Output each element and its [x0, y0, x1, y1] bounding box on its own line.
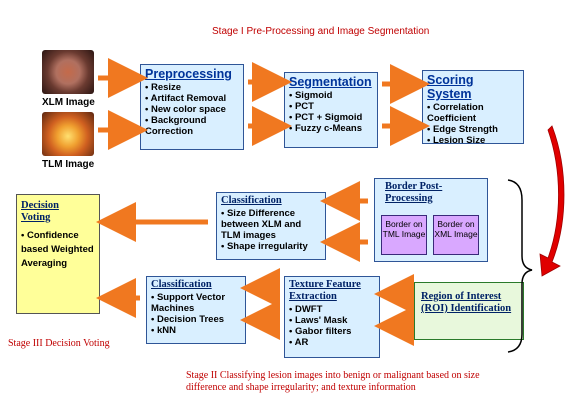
- classification-shape-box: Classification Size Difference between X…: [216, 192, 326, 260]
- classification-texture-title: Classification: [151, 279, 212, 290]
- list-item: Lesion Size: [427, 135, 519, 146]
- list-item: PCT + Sigmoid: [289, 112, 373, 123]
- texture-list: DWFT Laws' Mask Gabor filters AR: [285, 304, 379, 348]
- list-item: New color space: [145, 104, 239, 115]
- classification-texture-box: Classification Support Vector Machines D…: [146, 276, 246, 344]
- texture-title: Texture Feature Extraction: [289, 279, 361, 302]
- list-item: Fuzzy c-Means: [289, 123, 373, 134]
- roi-title: Region of Interest (ROI) Identification: [421, 291, 512, 314]
- decision-list: Confidence based Weighted Averaging: [17, 229, 99, 271]
- preprocessing-list: Resize Artifact Removal New color space …: [141, 82, 243, 137]
- list-item: Artifact Removal: [145, 93, 239, 104]
- segmentation-box: Segmentation Sigmoid PCT PCT + Sigmoid F…: [284, 72, 378, 148]
- list-item: kNN: [151, 325, 241, 336]
- preprocessing-title: Preprocessing: [145, 67, 232, 81]
- scoring-system-box: Scoring System Correlation Coefficient E…: [422, 70, 524, 146]
- list-item: Support Vector Machines: [151, 292, 241, 314]
- list-item: Edge Strength: [427, 124, 519, 135]
- xlm-image-thumbnail: [42, 50, 94, 94]
- list-item: Background Correction: [145, 115, 239, 137]
- classification-shape-list: Size Difference between XLM and TLM imag…: [217, 208, 325, 252]
- stage2-caption: Stage II Classifying lesion images into …: [186, 370, 480, 393]
- list-item: Size Difference between XLM and TLM imag…: [221, 208, 321, 241]
- list-item: Decision Trees: [151, 314, 241, 325]
- list-item: Laws' Mask: [289, 315, 375, 326]
- list-item: Correlation Coefficient: [427, 102, 519, 124]
- segmentation-list: Sigmoid PCT PCT + Sigmoid Fuzzy c-Means: [285, 90, 377, 134]
- segmentation-title: Segmentation: [289, 75, 372, 89]
- classification-texture-list: Support Vector Machines Decision Trees k…: [147, 292, 245, 336]
- decision-voting-box: Decision Voting Confidence based Weighte…: [16, 194, 100, 314]
- list-item: PCT: [289, 101, 373, 112]
- list-item: Confidence based Weighted Averaging: [21, 229, 95, 271]
- classification-shape-title: Classification: [221, 195, 282, 206]
- border-title: Border Post-Processing: [385, 181, 443, 204]
- list-item: DWFT: [289, 304, 375, 315]
- tlm-image-label: TLM Image: [42, 159, 95, 170]
- list-item: Shape irregularity: [221, 241, 321, 252]
- xlm-image-label: XLM Image: [42, 97, 95, 108]
- texture-feature-box: Texture Feature Extraction DWFT Laws' Ma…: [284, 276, 380, 358]
- preprocessing-box: Preprocessing Resize Artifact Removal Ne…: [140, 64, 244, 150]
- list-item: Sigmoid: [289, 90, 373, 101]
- tlm-image-thumbnail: [42, 112, 94, 156]
- roi-identification-box: Region of Interest (ROI) Identification: [414, 282, 524, 340]
- list-item: Gabor filters: [289, 326, 375, 337]
- curved-red-arrow: [539, 125, 565, 277]
- stage3-caption: Stage III Decision Voting: [8, 338, 110, 349]
- border-xml-box: Border on XML Image: [433, 215, 479, 255]
- stage1-title: Stage I Pre-Processing and Image Segment…: [212, 26, 430, 37]
- border-post-processing-box: Border Post-Processing Border on TML Ima…: [374, 178, 488, 262]
- decision-title: Decision Voting: [21, 200, 59, 223]
- scoring-title: Scoring System: [427, 73, 474, 101]
- list-item: Resize: [145, 82, 239, 93]
- border-tml-box: Border on TML Image: [381, 215, 427, 255]
- scoring-list: Correlation Coefficient Edge Strength Le…: [423, 102, 523, 146]
- stage2-brace: [507, 179, 533, 353]
- list-item: AR: [289, 337, 375, 348]
